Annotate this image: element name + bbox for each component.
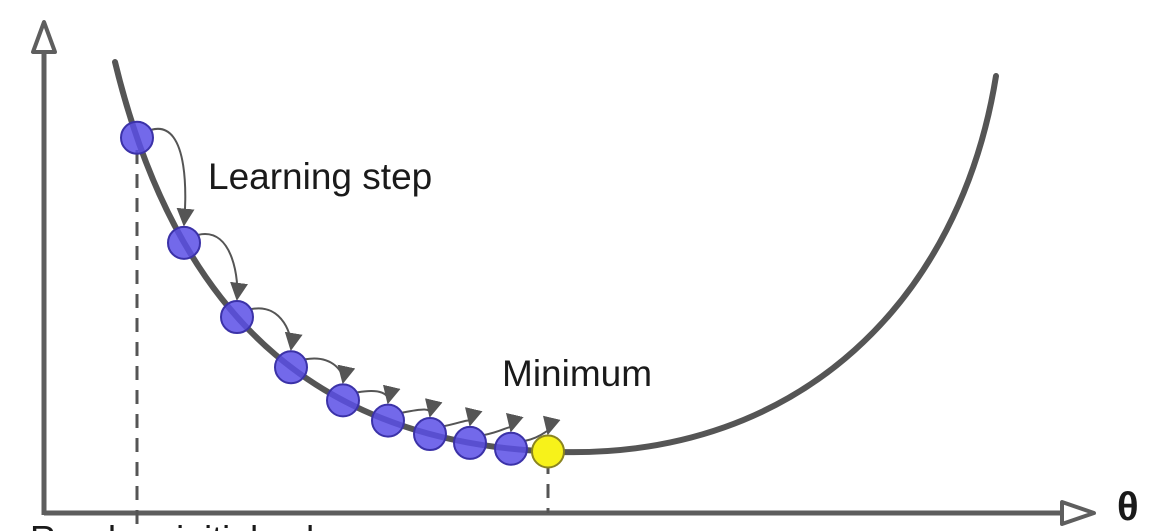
learning-step-point	[274, 350, 308, 385]
learning-step-point	[326, 383, 360, 418]
minimum-label: Minimum	[502, 353, 653, 394]
learning-step-arrow	[357, 384, 401, 405]
learning-step-points	[120, 120, 565, 469]
learning-step-point	[371, 403, 405, 438]
learning-step-label: Learning step	[208, 156, 433, 197]
learning-step-point	[220, 300, 254, 335]
minimum-point	[531, 434, 565, 469]
learning-step-arrow	[484, 412, 524, 436]
y-axis-arrowhead	[31, 20, 57, 54]
learning-step-arrow	[251, 307, 303, 352]
learning-step-arrow	[525, 415, 561, 442]
learning-step-point	[453, 425, 487, 460]
learning-step-point	[167, 225, 201, 260]
x-axis-arrowhead	[1060, 500, 1096, 526]
learning-step-arrow	[151, 127, 195, 227]
learning-step-point	[494, 431, 528, 466]
learning-step-arrow	[198, 233, 248, 301]
x-axis-theta-label: θ	[1117, 485, 1139, 529]
random-initial-value-label: Random initial value	[30, 521, 354, 531]
learning-step-arrows	[151, 127, 561, 442]
learning-step-point	[413, 417, 447, 452]
learning-step-arrow	[444, 407, 483, 428]
learning-step-point	[120, 120, 154, 155]
learning-step-arrow	[402, 398, 443, 418]
learning-step-arrow	[305, 357, 356, 385]
